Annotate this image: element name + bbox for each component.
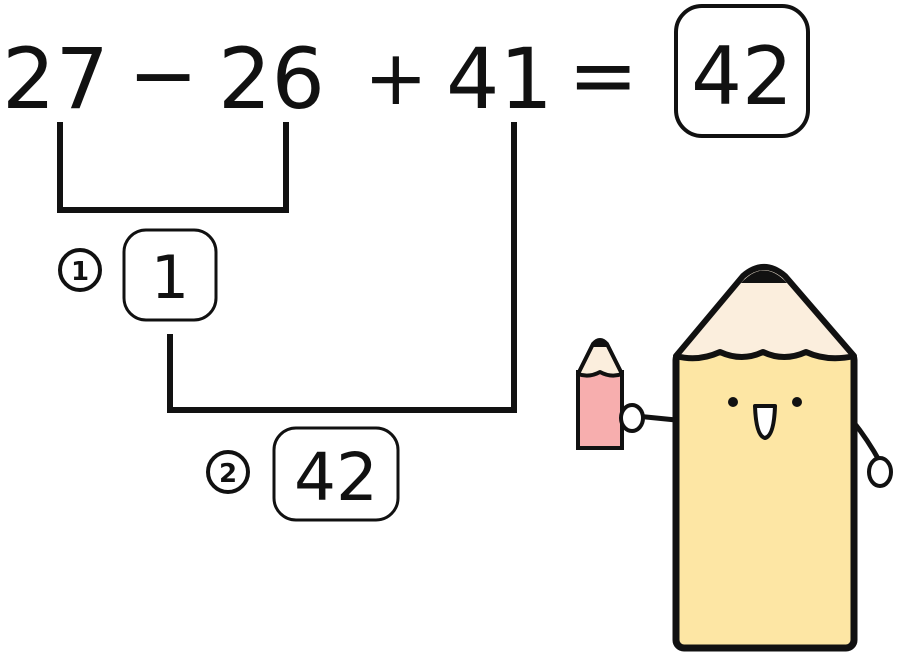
mascot-mouth: [753, 404, 777, 440]
step-2-marker: 2: [219, 459, 237, 489]
step-1-bracket: [57, 122, 289, 213]
step-2-result-box: [272, 426, 400, 522]
operand-27: 27: [2, 30, 109, 128]
answer-value: 42: [691, 30, 793, 123]
plus-sign: +: [364, 33, 428, 122]
step-1-marker-icon: [58, 248, 102, 292]
operand-41: 41: [446, 30, 553, 128]
small-pencil-body: [576, 370, 624, 450]
small-pencil-graphite: [592, 340, 608, 347]
step-1-result-box: [122, 228, 218, 322]
mascot-right-hand: [867, 456, 893, 488]
answer-box: [674, 4, 810, 138]
mascot-left-eye: [728, 397, 738, 407]
equals-sign: =: [568, 26, 638, 124]
pencil-mascot-icon: [576, 264, 893, 652]
step-2-bracket: [167, 122, 517, 413]
step-2-marker-icon: [206, 450, 250, 494]
step-1-result: 1: [151, 243, 189, 313]
mascot-left-hand: [619, 403, 645, 433]
step-2-result: 42: [294, 439, 378, 516]
mascot-wood-tip: [673, 264, 857, 362]
minus-sign: −: [128, 26, 198, 124]
mascot-body: [672, 348, 858, 652]
mascot-graphite-tip: [741, 270, 787, 283]
small-pencil-tip: [576, 338, 624, 378]
mascot-right-eye: [792, 397, 802, 407]
step-1-marker: 1: [71, 257, 89, 287]
operand-26: 26: [218, 30, 325, 128]
